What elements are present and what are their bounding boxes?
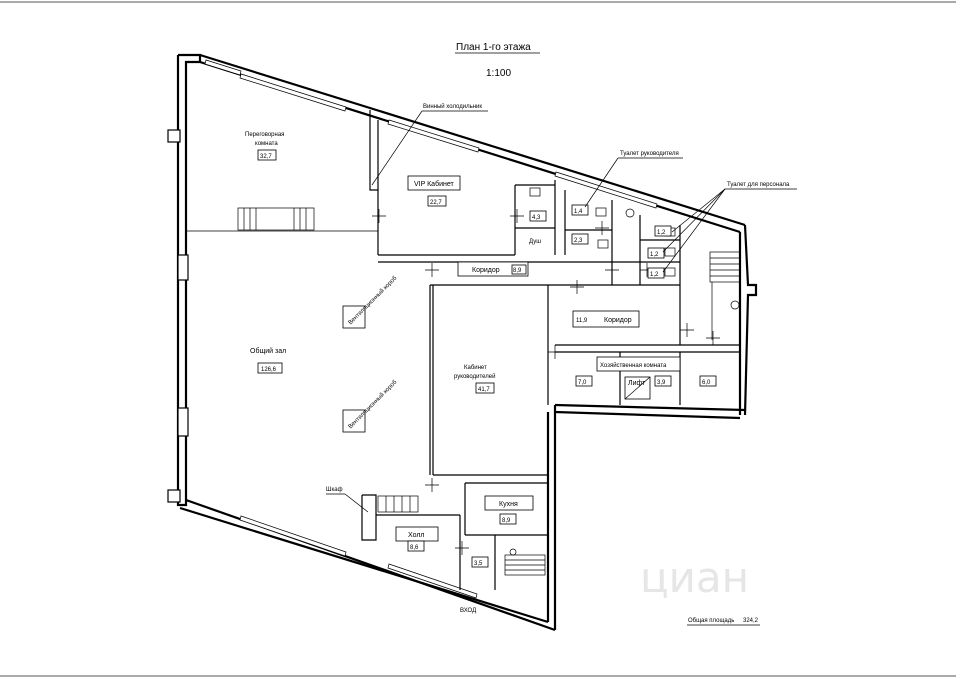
svg-text:Винный холодильник: Винный холодильник <box>423 103 482 110</box>
right-staircase <box>709 251 741 340</box>
svg-text:Вентиляционный короб: Вентиляционный короб <box>347 274 399 326</box>
svg-text:8,9: 8,9 <box>513 268 522 274</box>
meeting-stairs <box>237 207 315 231</box>
svg-text:8,9: 8,9 <box>502 518 511 524</box>
callout-wine-fridge: Винный холодильник <box>371 103 488 186</box>
svg-text:Общая площадь: Общая площадь <box>688 618 734 624</box>
svg-text:Общий зал: Общий зал <box>250 347 286 355</box>
svg-text:Холл: Холл <box>408 532 425 539</box>
svg-text:11,9: 11,9 <box>576 318 588 324</box>
callout-wardrobe: Шкаф <box>326 487 369 513</box>
svg-text:VIP Кабинет: VIP Кабинет <box>414 180 455 188</box>
entrance-stairs <box>377 495 546 576</box>
svg-text:Лифт: Лифт <box>628 380 646 387</box>
room-vip: VIP Кабинет 22,7 <box>407 175 461 207</box>
callout-toilet-staff: Туалет для персонала <box>662 182 797 273</box>
svg-text:Коридор: Коридор <box>604 317 632 324</box>
svg-text:8,6: 8,6 <box>410 545 419 551</box>
svg-text:324,2: 324,2 <box>743 618 759 624</box>
ventilation-box-1: Вентиляционный короб <box>342 274 399 329</box>
room-meeting: Переговорная комната 32,7 <box>245 132 284 161</box>
lift: Лифт <box>624 376 651 400</box>
left-wall-columns <box>167 129 189 503</box>
svg-text:Переговорная: Переговорная <box>245 132 284 138</box>
plan-title: План 1-го этажа <box>456 42 531 53</box>
callout-toilet-head: Туалет руководителя <box>584 151 683 208</box>
svg-text:комната: комната <box>255 141 278 147</box>
svg-text:Коридор: Коридор <box>472 267 500 274</box>
svg-text:1,2: 1,2 <box>657 230 666 236</box>
svg-text:Шкаф: Шкаф <box>326 487 343 493</box>
svg-text:126,6: 126,6 <box>261 367 277 373</box>
svg-text:Туалет руководителя: Туалет руководителя <box>620 151 679 157</box>
watermark-text: циан <box>640 553 749 602</box>
svg-text:Хозяйственная комната: Хозяйственная комната <box>600 362 667 369</box>
sanitary-fixtures <box>509 187 740 556</box>
svg-text:6,0: 6,0 <box>702 380 711 386</box>
svg-text:руководителей: руководителей <box>454 373 495 380</box>
room-corridor-right: 11,9 Коридор <box>572 310 640 328</box>
plan-scale: 1:100 <box>486 68 511 79</box>
windows-top <box>204 59 658 209</box>
room-shower: Душ <box>529 239 541 245</box>
svg-text:2,3: 2,3 <box>574 238 583 244</box>
svg-text:Душ: Душ <box>529 239 541 245</box>
svg-text:Кабинет: Кабинет <box>464 365 487 371</box>
room-main-hall: Общий зал 126,6 <box>250 347 286 374</box>
svg-text:Кухня: Кухня <box>499 501 518 508</box>
room-toilets: 1,4 2,3 1,2 1,2 1,2 <box>571 204 672 279</box>
svg-text:4,3: 4,3 <box>532 215 541 221</box>
room-kitchen: Кухня 8,9 <box>484 495 534 525</box>
svg-text:Туалет для персонала: Туалет для персонала <box>727 182 790 188</box>
total-area: Общая площадь 324,2 <box>687 618 760 626</box>
svg-text:3,9: 3,9 <box>657 380 666 386</box>
svg-text:32,7: 32,7 <box>260 154 272 160</box>
svg-text:7,0: 7,0 <box>578 380 587 386</box>
room-directors-office: Кабинет руководителей 41,7 <box>454 365 495 394</box>
room-lobby-small: 3,5 <box>471 556 489 568</box>
svg-text:1,2: 1,2 <box>650 252 659 258</box>
room-utility: Хозяйственная комната 7,0 3,9 6,0 <box>575 356 717 387</box>
svg-text:41,7: 41,7 <box>478 387 490 393</box>
windows-bottom <box>239 515 478 599</box>
room-wc-small: 4,3 <box>529 210 547 222</box>
ventilation-box-2: Вентиляционный короб <box>342 378 399 433</box>
svg-text:3,5: 3,5 <box>474 561 483 567</box>
entrance-label: ВХОД <box>460 608 476 614</box>
svg-text:1,4: 1,4 <box>574 209 583 215</box>
room-corridor-top: Коридор 8,9 <box>457 261 529 277</box>
room-lobby: Холл 8,6 <box>395 526 439 552</box>
svg-text:1,2: 1,2 <box>650 272 659 278</box>
door-markers <box>372 209 720 555</box>
svg-text:Вентиляционный короб: Вентиляционный короб <box>347 378 399 430</box>
svg-text:22,7: 22,7 <box>430 200 442 206</box>
